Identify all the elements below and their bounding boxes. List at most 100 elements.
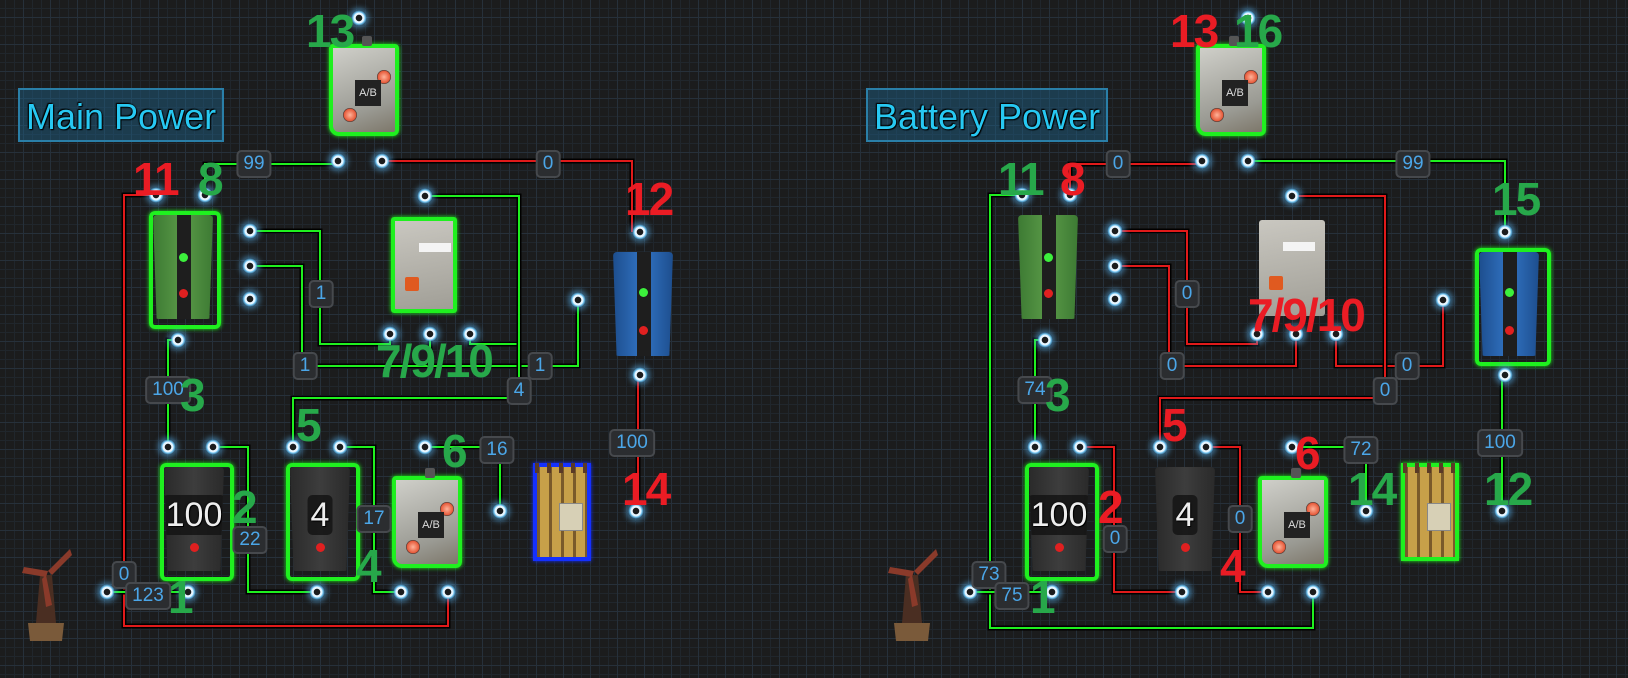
wire-red[interactable] — [1069, 163, 1202, 195]
connection-node[interactable] — [197, 187, 213, 203]
wire-red[interactable] — [1335, 300, 1444, 367]
connection-node[interactable] — [1027, 439, 1043, 455]
connection-node[interactable] — [1284, 188, 1300, 204]
connection-node[interactable] — [417, 439, 433, 455]
ab-glyph: A/B — [1284, 512, 1310, 538]
connection-node[interactable] — [160, 439, 176, 455]
connection-node[interactable] — [1260, 584, 1276, 600]
connection-node[interactable] — [422, 326, 438, 342]
step-label: 2 — [232, 481, 258, 533]
connection-node[interactable] — [332, 439, 348, 455]
counter-outline — [160, 463, 234, 581]
connection-node[interactable] — [1072, 439, 1088, 455]
connection-node[interactable] — [148, 187, 164, 203]
large-battery[interactable] — [533, 463, 591, 561]
connection-node[interactable] — [393, 584, 409, 600]
connection-node[interactable] — [242, 223, 258, 239]
connection-node[interactable] — [180, 584, 196, 600]
electrical-panel[interactable] — [391, 217, 457, 313]
wire-red[interactable] — [123, 194, 449, 627]
connection-node[interactable] — [570, 292, 586, 308]
connection-node[interactable] — [1037, 332, 1053, 348]
wire-green[interactable] — [213, 446, 317, 593]
connection-node[interactable] — [285, 439, 301, 455]
ab-switch-lower[interactable]: A/B — [1258, 468, 1328, 568]
windmill-icon[interactable] — [18, 545, 74, 643]
connection-node[interactable] — [1107, 291, 1123, 307]
connection-node[interactable] — [1152, 439, 1168, 455]
connection-node[interactable] — [170, 332, 186, 348]
connection-node[interactable] — [1494, 503, 1510, 519]
step-label: 6 — [1295, 427, 1321, 479]
connection-node[interactable] — [99, 584, 115, 600]
connection-node[interactable] — [1497, 224, 1513, 240]
blue-unit[interactable] — [1479, 252, 1539, 356]
connection-node[interactable] — [242, 291, 258, 307]
ab-switch-lower[interactable]: A/B — [392, 468, 462, 568]
electrical-panel[interactable] — [1259, 220, 1325, 316]
wire-value-branch-d: 0 — [1372, 377, 1398, 405]
connection-node[interactable] — [632, 224, 648, 240]
connection-node[interactable] — [382, 326, 398, 342]
led-red — [179, 289, 188, 298]
wire-red[interactable] — [1080, 446, 1182, 593]
counter-unit-2[interactable]: 4 — [1155, 467, 1215, 571]
counter-unit-1[interactable]: 100 — [164, 467, 224, 571]
wire-green[interactable] — [204, 163, 338, 195]
connection-node[interactable] — [242, 258, 258, 274]
connection-node[interactable] — [1284, 439, 1300, 455]
connection-node[interactable] — [462, 326, 478, 342]
connection-node[interactable] — [309, 584, 325, 600]
connection-node[interactable] — [492, 503, 508, 519]
battery-meter — [559, 503, 583, 531]
large-battery[interactable] — [1401, 463, 1459, 561]
battery-cage — [535, 463, 589, 473]
connection-node[interactable] — [1240, 153, 1256, 169]
windmill-icon[interactable] — [884, 545, 940, 643]
blue-unit[interactable] — [613, 252, 673, 356]
wire-value-branch-a: 1 — [308, 280, 334, 308]
wire-value-counter-in: 100 — [145, 376, 191, 404]
step-label: 8 — [1060, 153, 1086, 205]
connection-node[interactable] — [1107, 258, 1123, 274]
connection-node[interactable] — [1044, 584, 1060, 600]
connection-node[interactable] — [1497, 367, 1513, 383]
connection-node[interactable] — [1062, 187, 1078, 203]
connection-node[interactable] — [440, 584, 456, 600]
wire-shadow — [202, 161, 338, 195]
connection-node[interactable] — [351, 10, 367, 26]
connection-node[interactable] — [1198, 439, 1214, 455]
connection-node[interactable] — [1358, 503, 1374, 519]
connection-node[interactable] — [1328, 326, 1344, 342]
connection-node[interactable] — [1107, 223, 1123, 239]
led-red — [1181, 543, 1190, 552]
connection-node[interactable] — [1194, 153, 1210, 169]
wire-green[interactable] — [1248, 160, 1506, 232]
splitter-unit[interactable] — [153, 215, 213, 319]
connection-node[interactable] — [628, 503, 644, 519]
wire-value-windmill-out: 75 — [994, 582, 1030, 610]
counter-unit-1[interactable]: 100 — [1029, 467, 1089, 571]
connection-node[interactable] — [1174, 584, 1190, 600]
wire-red[interactable] — [382, 160, 633, 232]
connection-node[interactable] — [1014, 187, 1030, 203]
wire-value-branch-b: 0 — [1159, 352, 1185, 380]
connection-node[interactable] — [1305, 584, 1321, 600]
step-label: 11 — [998, 153, 1045, 205]
wire-green[interactable] — [989, 194, 1314, 629]
connection-node[interactable] — [1435, 292, 1451, 308]
ab-switch-13[interactable]: A/B — [329, 36, 399, 136]
splitter-unit[interactable] — [1018, 215, 1078, 319]
connection-node[interactable] — [1288, 326, 1304, 342]
connection-node[interactable] — [330, 153, 346, 169]
wire-value-switch-out: 16 — [479, 436, 515, 464]
connection-node[interactable] — [205, 439, 221, 455]
connection-node[interactable] — [632, 367, 648, 383]
connection-node[interactable] — [1240, 10, 1256, 26]
ab-switch-13-16[interactable]: A/B — [1196, 36, 1266, 136]
connection-node[interactable] — [374, 153, 390, 169]
connection-node[interactable] — [417, 188, 433, 204]
connection-node[interactable] — [1249, 326, 1265, 342]
counter-unit-2[interactable]: 4 — [290, 467, 350, 571]
